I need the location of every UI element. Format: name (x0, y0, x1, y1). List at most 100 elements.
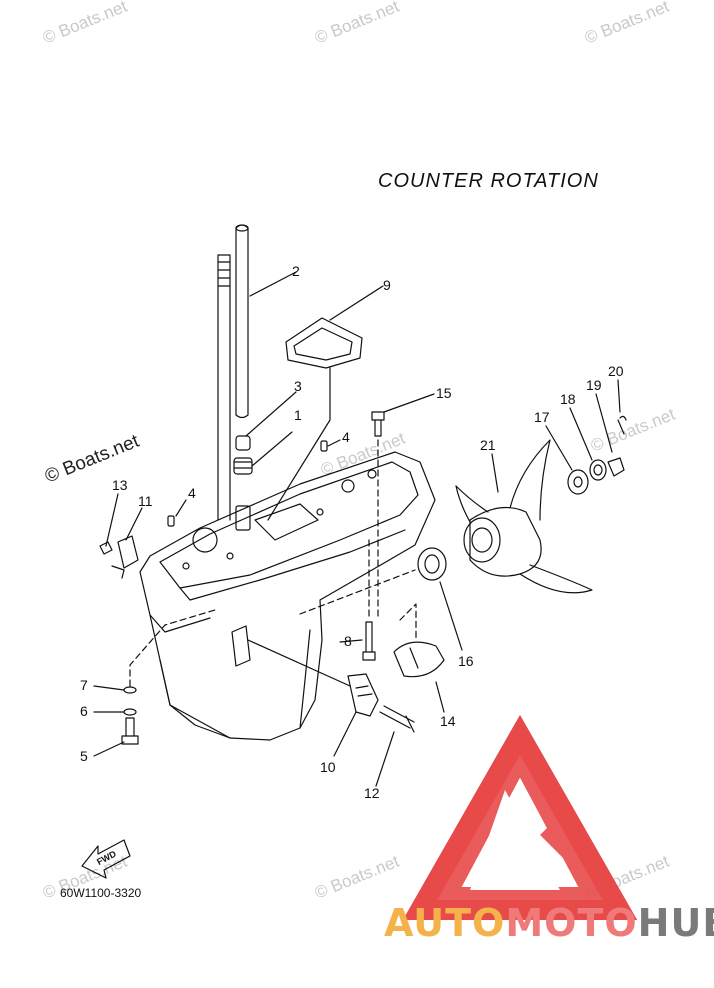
bolt (371, 411, 385, 437)
callout-21: 21 (480, 437, 496, 453)
callout-7: 7 (80, 677, 88, 693)
housing-top-face (159, 461, 419, 589)
callout-4-left: 4 (188, 485, 196, 501)
callout-18: 18 (560, 391, 576, 407)
gearcase-housing (139, 451, 436, 741)
callout-line (491, 453, 499, 493)
oil-seal-rings (233, 461, 253, 469)
callout-6: 6 (80, 703, 88, 719)
housing-nose (149, 614, 211, 633)
diagram-heading: COUNTER ROTATION (378, 170, 599, 192)
callout-line (383, 393, 435, 413)
callout-line (267, 367, 331, 521)
callout-10: 10 (320, 759, 336, 775)
housing-bolt-hole (182, 562, 190, 570)
brand-part-moto: MOTO (505, 901, 638, 945)
dowel-pin (320, 440, 328, 452)
callout-3: 3 (294, 378, 302, 394)
nut (99, 541, 113, 555)
anode-mount (231, 625, 251, 667)
callout-line (375, 731, 395, 787)
drive-shaft-end (235, 224, 249, 232)
brand-part-hub: HUB (637, 901, 714, 945)
callout-line (327, 439, 341, 447)
callout-line (175, 499, 187, 517)
anode (347, 673, 379, 717)
callout-line (333, 711, 357, 757)
cover-plate (111, 535, 139, 579)
callout-14: 14 (440, 713, 456, 729)
housing-bolt-hole (226, 552, 234, 560)
housing-bolt-hole (341, 479, 355, 493)
callout-line (569, 407, 593, 461)
bushing (235, 435, 251, 451)
housing-bolt-hole (367, 469, 377, 479)
mounting-plate (254, 503, 319, 541)
callout-4-top: 4 (342, 429, 350, 445)
callout-13: 13 (112, 477, 128, 493)
water-pump-base (192, 527, 218, 553)
callout-line (93, 685, 125, 691)
propeller-blade (519, 564, 593, 594)
trim-anode (393, 641, 445, 678)
callout-5: 5 (80, 748, 88, 764)
drawing-code: 60W1100-3320 (60, 886, 142, 900)
propeller-nut (607, 457, 625, 477)
cotter-pin (617, 415, 627, 435)
callout-19: 19 (586, 377, 602, 393)
gasket (285, 317, 363, 369)
assembly-guide-line (399, 603, 417, 641)
callout-16: 16 (458, 653, 474, 669)
logo-cutout (470, 790, 560, 890)
callout-2: 2 (292, 263, 300, 279)
callout-11: 11 (138, 493, 153, 509)
callout-9: 9 (383, 277, 391, 293)
brand-part-auto: AUTO (384, 901, 506, 945)
spring-washer (123, 708, 137, 716)
callout-line (247, 639, 351, 687)
washer (589, 459, 607, 481)
callout-8: 8 (344, 633, 352, 649)
propeller-hub-face (463, 517, 501, 563)
callout-1: 1 (294, 407, 302, 423)
washer-bore (593, 464, 603, 476)
bolt (121, 717, 139, 745)
callout-line (245, 391, 297, 437)
callout-line (545, 425, 573, 471)
callout-line (125, 507, 143, 541)
callout-line (617, 379, 621, 413)
oil-seal-housing (233, 457, 253, 475)
callout-line (339, 639, 363, 643)
callout-line (439, 581, 463, 651)
propeller-seal (417, 547, 447, 581)
housing-skeg (159, 629, 311, 739)
housing-bolt-hole (316, 508, 324, 516)
callout-line (435, 681, 445, 713)
bolt (379, 705, 415, 733)
callout-20: 20 (608, 363, 624, 379)
callout-numbers: 2 9 3 1 15 4 4 13 11 7 6 5 8 10 12 14 16… (80, 263, 624, 801)
washer (123, 686, 137, 694)
callout-15: 15 (436, 385, 452, 401)
spacer (567, 469, 589, 495)
propeller-blade (455, 485, 489, 523)
drive-shaft-bearing (235, 505, 251, 531)
callout-17: 17 (534, 409, 550, 425)
dowel-pin (167, 515, 175, 527)
propeller-blade (509, 439, 551, 521)
propeller-seal-inner (424, 554, 440, 574)
forward-arrow-icon (81, 839, 131, 879)
callout-line (329, 285, 384, 321)
callout-12: 12 (364, 785, 380, 801)
spacer-bore (573, 476, 583, 488)
callout-line (249, 271, 297, 297)
brand-wordmark: AUTOMOTOHUB (384, 901, 714, 945)
propeller-bore (471, 527, 493, 553)
callout-line (93, 741, 125, 757)
logo-outline (402, 714, 638, 920)
propeller-shaft-axis (299, 569, 416, 615)
assembly-guide-line (129, 609, 216, 687)
callout-line (595, 393, 613, 453)
bolt (362, 621, 376, 661)
